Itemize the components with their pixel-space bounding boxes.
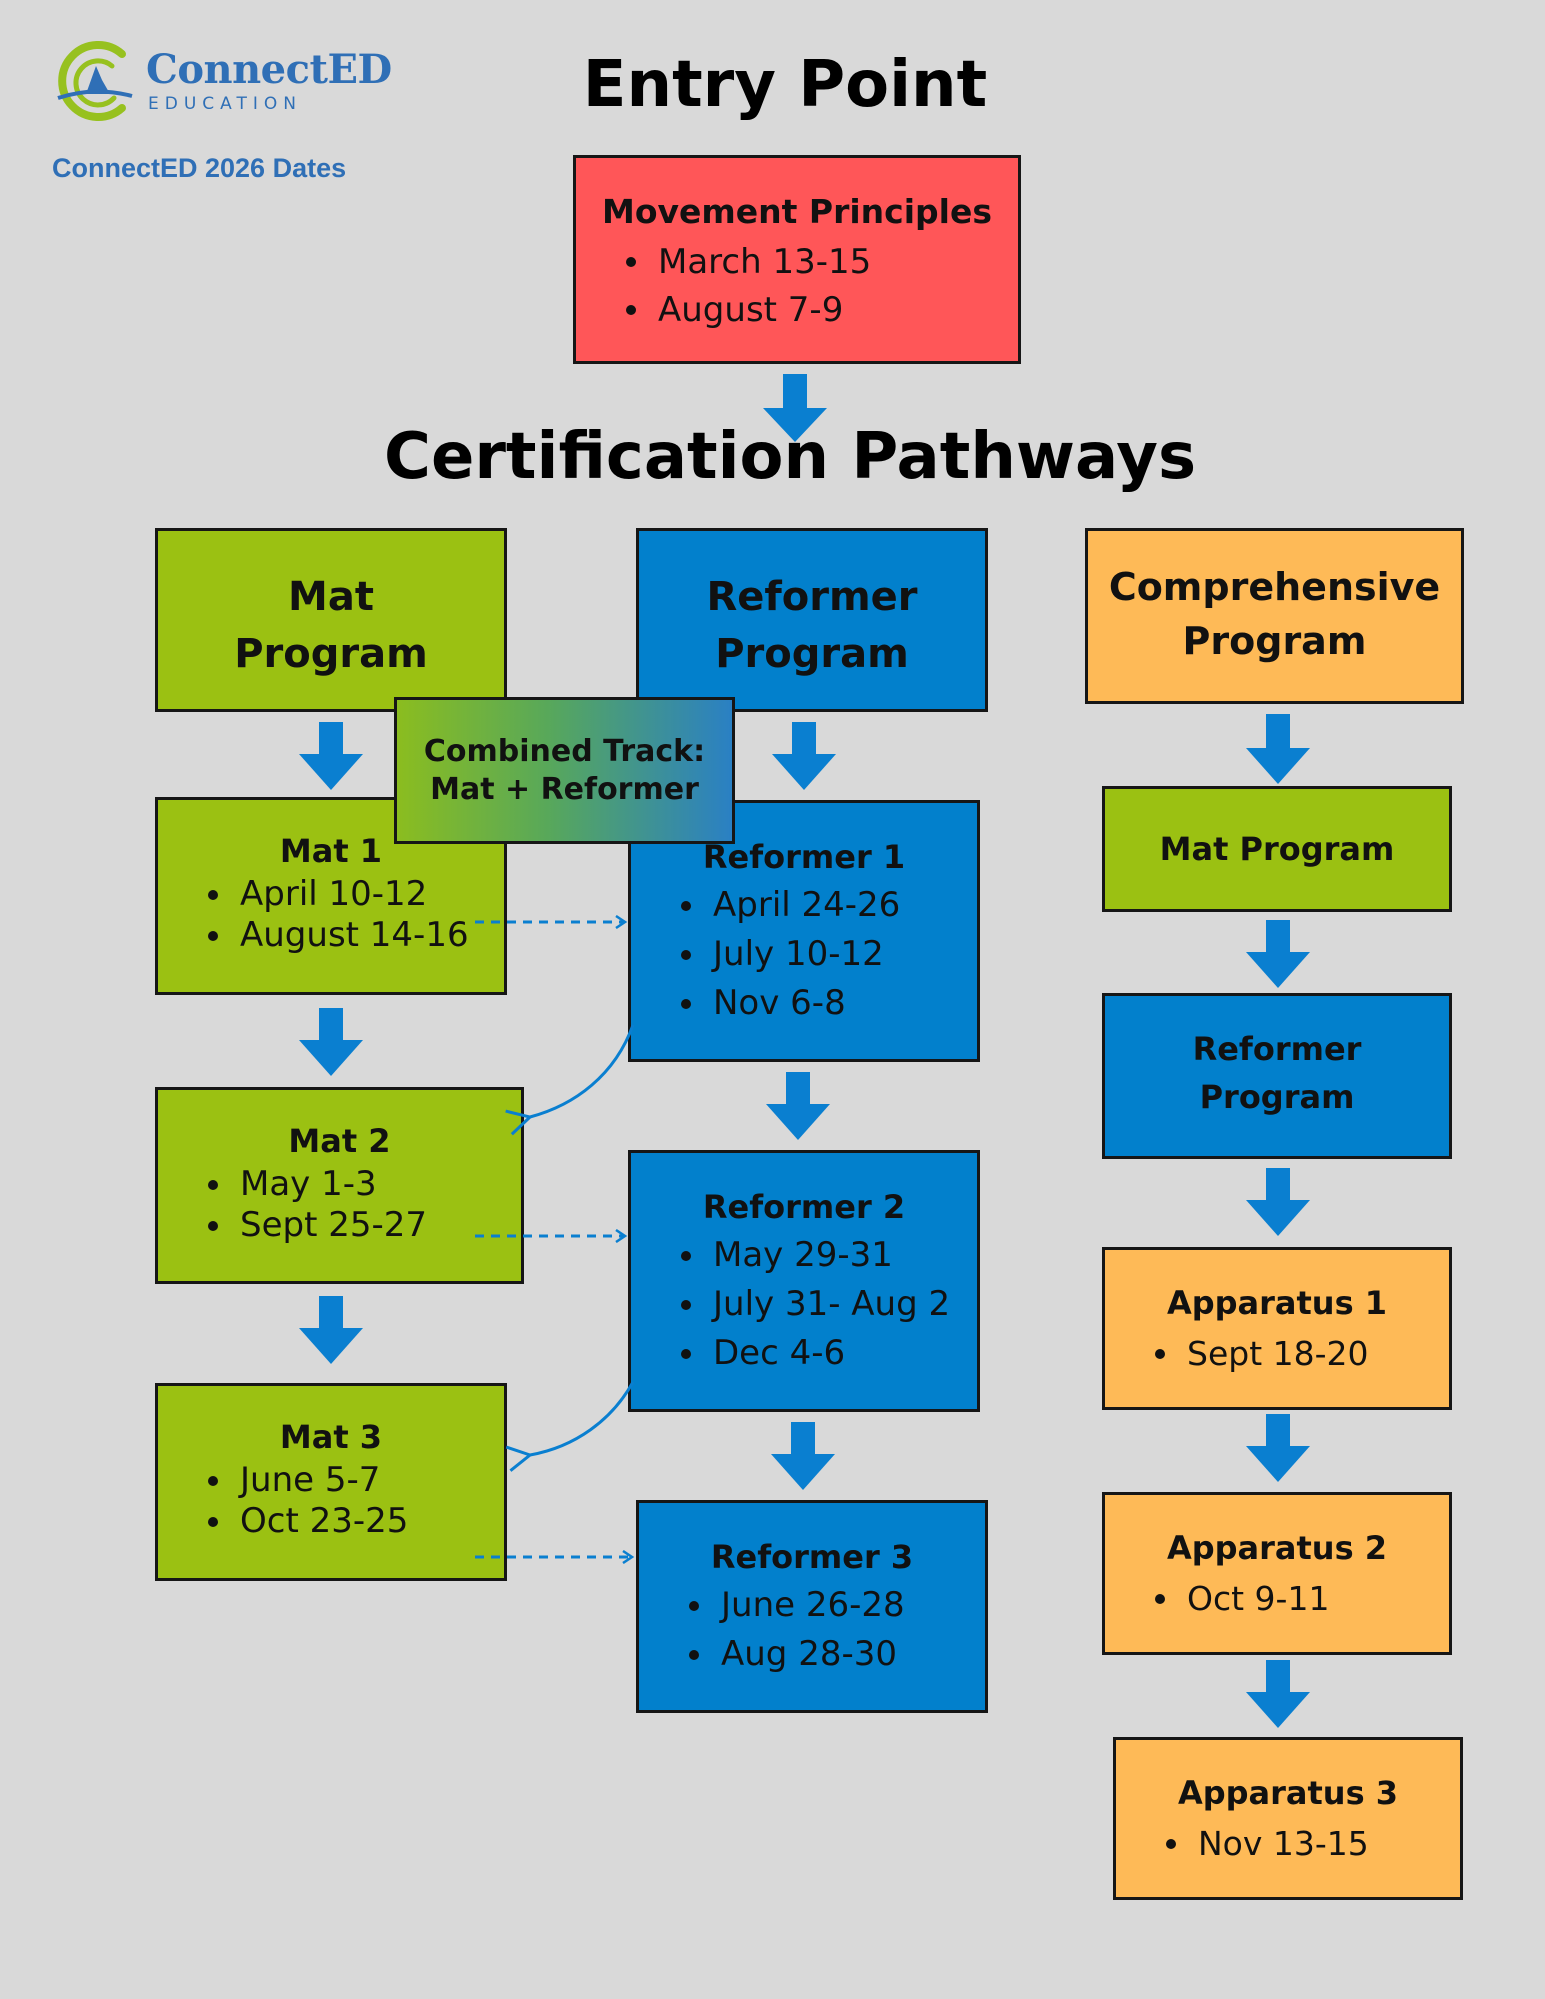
list-item: March 13-15 xyxy=(620,238,871,286)
reformer-2-box: Reformer 2 May 29-31 July 31- Aug 2 Dec … xyxy=(628,1150,980,1412)
list-item: August 14-16 xyxy=(202,915,469,956)
logo-mark-icon xyxy=(57,41,133,121)
apparatus-1-dates: Sept 18-20 xyxy=(1149,1330,1369,1378)
reformer-3-dates: June 26-28 Aug 28-30 xyxy=(683,1581,905,1679)
apparatus-3-box: Apparatus 3 Nov 13-15 xyxy=(1113,1737,1463,1900)
down-arrow-reformer-3 xyxy=(771,1422,835,1490)
reformer-2-dates: May 29-31 July 31- Aug 2 Dec 4-6 xyxy=(675,1231,950,1378)
apparatus-2-box: Apparatus 2 Oct 9-11 xyxy=(1102,1492,1452,1655)
down-arrow-entry xyxy=(763,374,827,442)
comprehensive-mat-program-title: Mat Program xyxy=(1159,830,1395,868)
list-item: May 1-3 xyxy=(202,1164,427,1205)
combined-track-box: Combined Track: Mat + Reformer xyxy=(394,697,735,844)
mat-2-box: Mat 2 May 1-3 Sept 25-27 xyxy=(155,1087,524,1284)
mat-program-box: Mat Program xyxy=(155,528,507,712)
reformer-3-box: Reformer 3 June 26-28 Aug 28-30 xyxy=(636,1500,988,1713)
movement-dates: March 13-15 August 7-9 xyxy=(620,238,871,334)
down-arrow-mat-1 xyxy=(299,722,363,790)
down-arrow-comp-2 xyxy=(1246,920,1310,988)
reformer-program-title-line2: Program xyxy=(715,631,909,677)
down-arrow-comp-3 xyxy=(1246,1168,1310,1236)
reformer-2-title: Reformer 2 xyxy=(702,1188,906,1226)
list-item: Sept 18-20 xyxy=(1149,1330,1369,1378)
list-item: Nov 6-8 xyxy=(675,979,900,1028)
down-arrow-reformer-2 xyxy=(766,1072,830,1140)
movement-principles-title: Movement Principles xyxy=(601,192,993,231)
reformer-3-title: Reformer 3 xyxy=(710,1538,914,1576)
list-item: Dec 4-6 xyxy=(675,1329,950,1378)
list-item: August 7-9 xyxy=(620,286,871,334)
list-item: June 26-28 xyxy=(683,1581,905,1630)
curved-arrow-reformer1-mat2 xyxy=(505,1024,635,1136)
mat-1-dates: April 10-12 August 14-16 xyxy=(202,874,469,956)
mat-2-title: Mat 2 xyxy=(288,1122,391,1160)
list-item: Oct 23-25 xyxy=(202,1501,408,1542)
list-item: July 31- Aug 2 xyxy=(675,1280,950,1329)
reformer-1-title: Reformer 1 xyxy=(702,838,906,876)
apparatus-2-dates: Oct 9-11 xyxy=(1149,1575,1329,1623)
mat-program-title-line1: Mat xyxy=(288,574,374,620)
dates-title: ConnectED 2026 Dates xyxy=(52,153,347,183)
combined-track-line1: Combined Track: xyxy=(423,734,706,769)
apparatus-3-dates: Nov 13-15 xyxy=(1160,1820,1369,1868)
apparatus-2-title: Apparatus 2 xyxy=(1166,1529,1388,1567)
mat-3-title: Mat 3 xyxy=(279,1418,383,1456)
movement-principles-box: Movement Principles March 13-15 August 7… xyxy=(573,155,1021,364)
comprehensive-reformer-title-line1: Reformer xyxy=(1192,1030,1362,1068)
reformer-program-box: Reformer Program xyxy=(636,528,988,712)
list-item: July 10-12 xyxy=(675,930,900,979)
mat-3-box: Mat 3 June 5-7 Oct 23-25 xyxy=(155,1383,507,1581)
combined-track-line2: Mat + Reformer xyxy=(430,772,699,807)
list-item: Oct 9-11 xyxy=(1149,1575,1329,1623)
list-item: June 5-7 xyxy=(202,1460,408,1501)
mat-2-dates: May 1-3 Sept 25-27 xyxy=(202,1164,427,1246)
down-arrow-comp-5 xyxy=(1246,1660,1310,1728)
mat-3-dates: June 5-7 Oct 23-25 xyxy=(202,1460,408,1542)
curved-arrow-reformer2-mat3 xyxy=(505,1381,635,1472)
reformer-program-title-line1: Reformer xyxy=(706,574,918,620)
mat-program-title-line2: Program xyxy=(234,631,428,677)
comprehensive-program-box: Comprehensive Program xyxy=(1085,528,1464,704)
down-arrow-mat-3 xyxy=(299,1296,363,1364)
mat-1-title: Mat 1 xyxy=(279,832,383,870)
list-item: Sept 25-27 xyxy=(202,1205,427,1246)
comprehensive-reformer-title-line2: Program xyxy=(1199,1078,1355,1116)
comprehensive-program-title-line1: Comprehensive xyxy=(1108,565,1441,609)
list-item: April 10-12 xyxy=(202,874,469,915)
down-arrow-comp-4 xyxy=(1246,1414,1310,1482)
list-item: Nov 13-15 xyxy=(1160,1820,1369,1868)
logo-subtitle: EDUCATION xyxy=(148,94,302,114)
apparatus-3-title: Apparatus 3 xyxy=(1177,1774,1399,1812)
list-item: May 29-31 xyxy=(675,1231,950,1280)
apparatus-1-box: Apparatus 1 Sept 18-20 xyxy=(1102,1247,1452,1410)
down-arrow-reformer-1 xyxy=(772,722,836,790)
entry-point-heading: Entry Point xyxy=(582,48,988,122)
comprehensive-reformer-program-box: Reformer Program xyxy=(1102,993,1452,1159)
comprehensive-program-title-line2: Program xyxy=(1182,619,1367,663)
down-arrow-comp-1 xyxy=(1246,714,1310,784)
logo-name: ConnectED xyxy=(146,46,392,93)
comprehensive-mat-program-box: Mat Program xyxy=(1102,786,1452,912)
logo: ConnectED EDUCATION xyxy=(50,36,400,126)
down-arrow-mat-2 xyxy=(299,1008,363,1076)
reformer-1-dates: April 24-26 July 10-12 Nov 6-8 xyxy=(675,881,900,1028)
list-item: April 24-26 xyxy=(675,881,900,930)
apparatus-1-title: Apparatus 1 xyxy=(1166,1284,1388,1322)
list-item: Aug 28-30 xyxy=(683,1630,905,1679)
mat-1-box: Mat 1 April 10-12 August 14-16 xyxy=(155,797,507,995)
